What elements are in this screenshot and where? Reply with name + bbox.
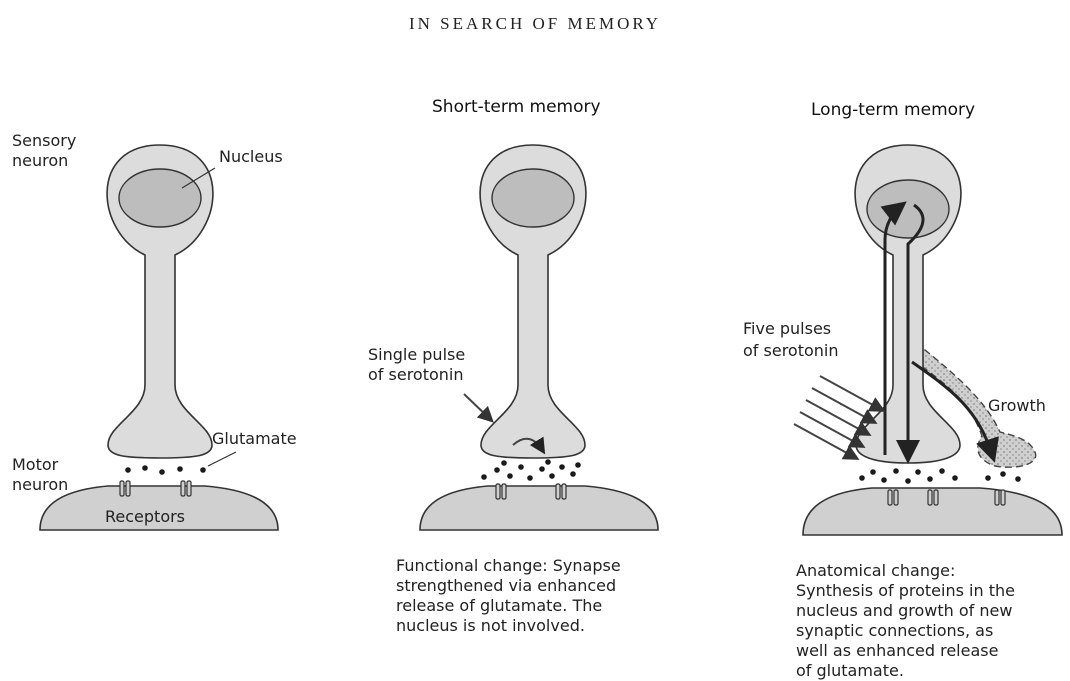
sensory-neuron-label-2: neuron — [12, 151, 68, 170]
glutamate-label: Glutamate — [212, 429, 297, 448]
nucleus-1 — [119, 169, 201, 227]
sensory-neuron-label: Sensory — [12, 131, 76, 150]
glutamate-dots-1 — [125, 465, 206, 475]
glutamate-pointer — [208, 452, 236, 466]
long-term-caption-3: nucleus and growth of new — [796, 601, 1012, 620]
growth-label: Growth — [988, 396, 1046, 415]
motor-neuron-2 — [420, 486, 658, 530]
long-term-title: Long-term memory — [811, 100, 975, 120]
motor-neuron-label: Motor — [12, 455, 59, 474]
motor-neuron-label-2: neuron — [12, 475, 68, 494]
glutamate-dots-3 — [859, 468, 1021, 484]
baseline-panel: Sensory neuron Nucleus Glutamate Motor n… — [12, 131, 297, 530]
short-term-title: Short-term memory — [432, 97, 601, 117]
short-term-panel: Short-term memory Single pulse — [368, 97, 658, 635]
short-term-caption-4: nucleus is not involved. — [396, 616, 585, 635]
long-term-caption-2: Synthesis of proteins in the — [796, 581, 1015, 600]
nucleus-2 — [492, 169, 574, 227]
single-pulse-arrow — [464, 394, 491, 420]
receptors-label: Receptors — [105, 507, 185, 526]
five-pulses-label-2: of serotonin — [743, 341, 839, 360]
long-term-panel: Long-term memory — [743, 100, 1062, 680]
long-term-caption-6: of glutamate. — [796, 661, 904, 680]
glutamate-dots-2 — [481, 459, 581, 481]
long-term-caption-5: well as enhanced release — [796, 641, 998, 660]
nucleus-3 — [867, 180, 949, 238]
single-pulse-label-2: of serotonin — [368, 365, 464, 384]
single-pulse-label: Single pulse — [368, 345, 465, 364]
long-term-caption-4: synaptic connections, as — [796, 621, 993, 640]
short-term-caption-3: release of glutamate. The — [396, 596, 602, 615]
short-term-caption-1: Functional change: Synapse — [396, 556, 621, 575]
long-term-caption-1: Anatomical change: — [796, 561, 955, 580]
nucleus-label: Nucleus — [219, 147, 283, 166]
short-term-caption-2: strengthened via enhanced — [396, 576, 616, 595]
five-pulses-label: Five pulses — [743, 319, 831, 338]
